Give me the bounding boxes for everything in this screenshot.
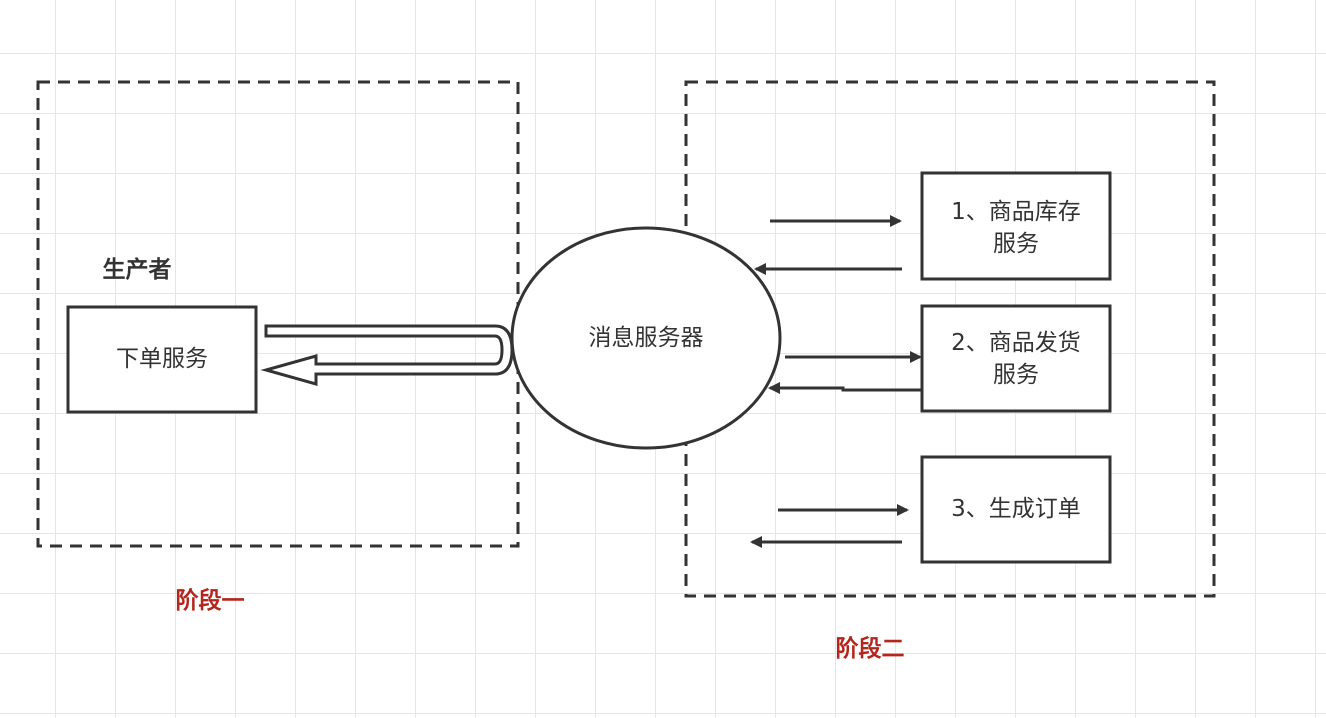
arrow-from-shipping	[768, 382, 922, 394]
create-order-box	[920, 455, 1112, 564]
order-callback-arrow	[260, 324, 514, 386]
stage1-label: 阶段一	[175, 588, 245, 614]
create-order-label: 3、生成订单	[951, 496, 1081, 522]
message-server-label: 消息服务器	[588, 325, 704, 351]
producer-label: 生产者	[102, 257, 172, 283]
shipping-service-box	[920, 304, 1112, 413]
inventory-service-box	[920, 171, 1112, 281]
inventory-service-label-line1: 1、商品库存	[951, 199, 1081, 225]
shipping-service-label-line1: 2、商品发货	[951, 330, 1081, 356]
order-service-box	[66, 305, 258, 414]
order-service-label: 下单服务	[116, 346, 208, 372]
stage2-label: 阶段二	[835, 636, 905, 662]
inventory-service-label-line2: 服务	[993, 231, 1039, 257]
shipping-service-label-line2: 服务	[993, 362, 1039, 388]
